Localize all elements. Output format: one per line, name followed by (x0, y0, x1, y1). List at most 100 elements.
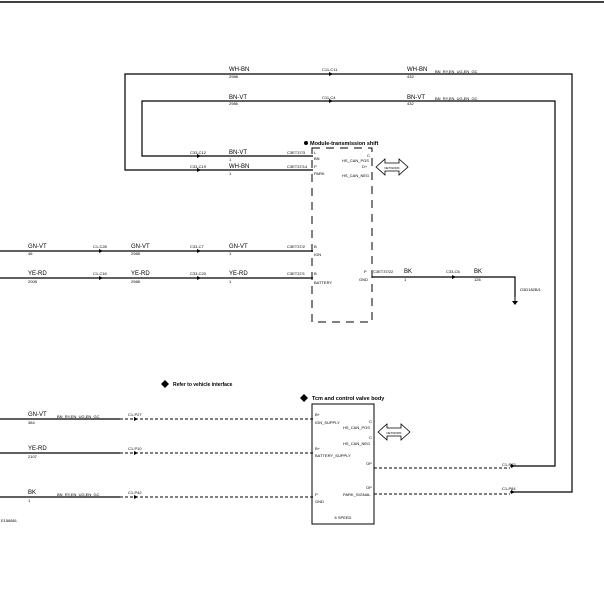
wire-num-ms-in1: 1 (229, 157, 232, 162)
wire-num-yerd-2: 2988 (131, 279, 141, 284)
ms-pin-l-label: BN (314, 156, 320, 161)
vb-pin-p-label: GND (315, 499, 324, 504)
wire-label-yerd-2: YE-RD (131, 271, 150, 277)
connector-ms-in2: C33-C19 (190, 164, 207, 169)
connector-gnvt-2: C33-C7 (190, 244, 205, 249)
vb-can-c1: C (369, 419, 372, 424)
ms-pin-p: P (314, 164, 317, 169)
connector-marker-yerd-2 (197, 276, 201, 280)
wire-label-gnd: BK (404, 269, 412, 275)
wire-num-low3: 1 (28, 498, 31, 503)
connector-yerd-1: C1-C16 (93, 271, 108, 276)
wire-wh-bn-loop (124, 73, 573, 493)
wire-num-top-right: 432 (407, 74, 414, 79)
ms-pin-p-label: PARK (314, 171, 325, 176)
connector-gnd: C33-C6 (446, 269, 461, 274)
network-label-shift: NETWORK (384, 166, 399, 170)
module-shift-bullet (304, 141, 308, 145)
vb-pin-b1: B+ (315, 412, 321, 417)
connector-marker-low3 (134, 495, 138, 499)
wire-num-yerd: 2008 (28, 279, 38, 284)
wire-label-yerd: YE-RD (28, 271, 47, 277)
connector-right2: C1-P84 (502, 486, 516, 491)
wire-bn-vt-loop (141, 100, 556, 467)
vb-pin-op2: OP (366, 485, 372, 490)
vb-can-neg: HS_CAN_NEG (343, 441, 370, 446)
wire-label-second-right: BN-VT (407, 95, 425, 101)
note-diamond-icon (161, 380, 169, 388)
wire-label-low1: GN-VT (28, 412, 47, 418)
connector-marker-gnvt-1 (99, 249, 103, 253)
module-shift-box (311, 147, 373, 323)
connector-marker-gnvt-2 (197, 249, 201, 253)
wire-label-low2: YE-RD (28, 446, 47, 452)
vb-pin-op2-label: PARK_SIGNAL (343, 492, 371, 497)
wire-num-low2: 2107 (28, 454, 38, 459)
pin-connector-ms-in1: C3ET37/3 (287, 150, 306, 155)
connector-low1: C1-P27 (128, 412, 142, 417)
ms-can-neg: HS_CAN_NEG (342, 173, 369, 178)
wire-label-gnvt: GN-VT (28, 244, 47, 250)
wire-label-gnd-2: BK (474, 269, 482, 275)
wire-option-low1: BN_RY,EN_UG,EN_GC (57, 414, 100, 419)
wire-label-ms-in2: WH-BN (229, 164, 249, 170)
connector-marker-ms-in1 (197, 154, 201, 158)
module-shift-title: Module-transmission shift (310, 141, 379, 147)
vb-pin-p: P (315, 492, 318, 497)
pin-connector-yerd: C3ET37/1 (287, 271, 306, 276)
connector-top-mid: C11-C11 (322, 67, 338, 72)
wire-label-gnvt-2: GN-VT (131, 244, 150, 250)
connector-low2: C1-P10 (128, 446, 142, 451)
pin-connector-gnd: C3ET37/22 (373, 269, 394, 274)
wire-num-gnvt-3: 1 (229, 251, 232, 256)
wire-label-gnvt-3: GN-VT (229, 244, 248, 250)
wire-num-ms-in2: 1 (229, 171, 232, 176)
wire-label-ms-in1: BN-VT (229, 150, 247, 156)
wire-num-gnd: 1 (404, 277, 407, 282)
connector-marker-gnd (452, 275, 456, 279)
network-arrow-icon-valve-body: NETWORK (377, 423, 411, 441)
vb-can-pos: HS_CAN_POS (343, 425, 370, 430)
wire-option-low3: BN_RY,EN_UG,EN_GC (57, 492, 100, 497)
ms-pin-gnd-label: GND (359, 277, 368, 282)
connector-right1: C1-P83 (502, 462, 516, 467)
wire-label-top-right: WH-BN (407, 67, 427, 73)
note-text: Refer to vehicle interface (173, 382, 233, 388)
connector-yerd-2: C33-C20 (190, 271, 207, 276)
ms-pin-b2-label: BATTERY (314, 280, 332, 285)
connector-marker-low2 (134, 451, 138, 455)
connector-marker-right1 (511, 464, 515, 468)
wire-num-second-left: 2986 (229, 101, 239, 106)
vb-pin-b1-label: IGN_SUPPLY (315, 420, 340, 425)
wire-label-low3: BK (28, 490, 36, 496)
ms-pin-b1: B (314, 244, 317, 249)
connector-marker-yerd-1 (99, 276, 103, 280)
vb-pin-b2-label: BATTERY_SUPPLY (315, 453, 351, 458)
ms-can-d: D+ (362, 164, 368, 169)
ms-can-c1: C (367, 153, 370, 158)
ground-icon (512, 297, 518, 305)
wire-bk-ground (372, 276, 516, 297)
connector-marker-right2 (511, 490, 515, 494)
figure-id: E158861 (1, 518, 18, 523)
connector-second-mid: C11-C4 (322, 95, 336, 100)
ms-pin-b2: B (314, 271, 317, 276)
wire-option-second-right: BN_RY,EN_UG,EN_GC (435, 96, 478, 101)
wire-num-gnvt: 46 (28, 251, 33, 256)
vb-pin-b2: B+ (315, 446, 321, 451)
valve-body-box (311, 403, 375, 525)
wire-num-gnvt-2: 2988 (131, 251, 141, 256)
wire-num-gnd-2: 126 (474, 277, 481, 282)
connector-ms-in1: C33-C12 (190, 150, 207, 155)
network-label-valve-body: NETWORK (386, 431, 401, 435)
connector-marker-top (329, 72, 333, 76)
network-arrow-icon-shift: NETWORK (375, 158, 409, 176)
wire-label-second-left: BN-VT (229, 95, 247, 101)
valve-body-diamond-icon (300, 394, 308, 402)
valve-body-title: Tcm and control valve body (312, 396, 385, 402)
connector-marker-second (329, 99, 333, 103)
connector-low3: C1-P42 (128, 490, 142, 495)
connector-marker-low1 (134, 417, 138, 421)
ms-pin-b1-label: IGN (314, 252, 321, 257)
ms-pin-l: L (314, 150, 317, 155)
